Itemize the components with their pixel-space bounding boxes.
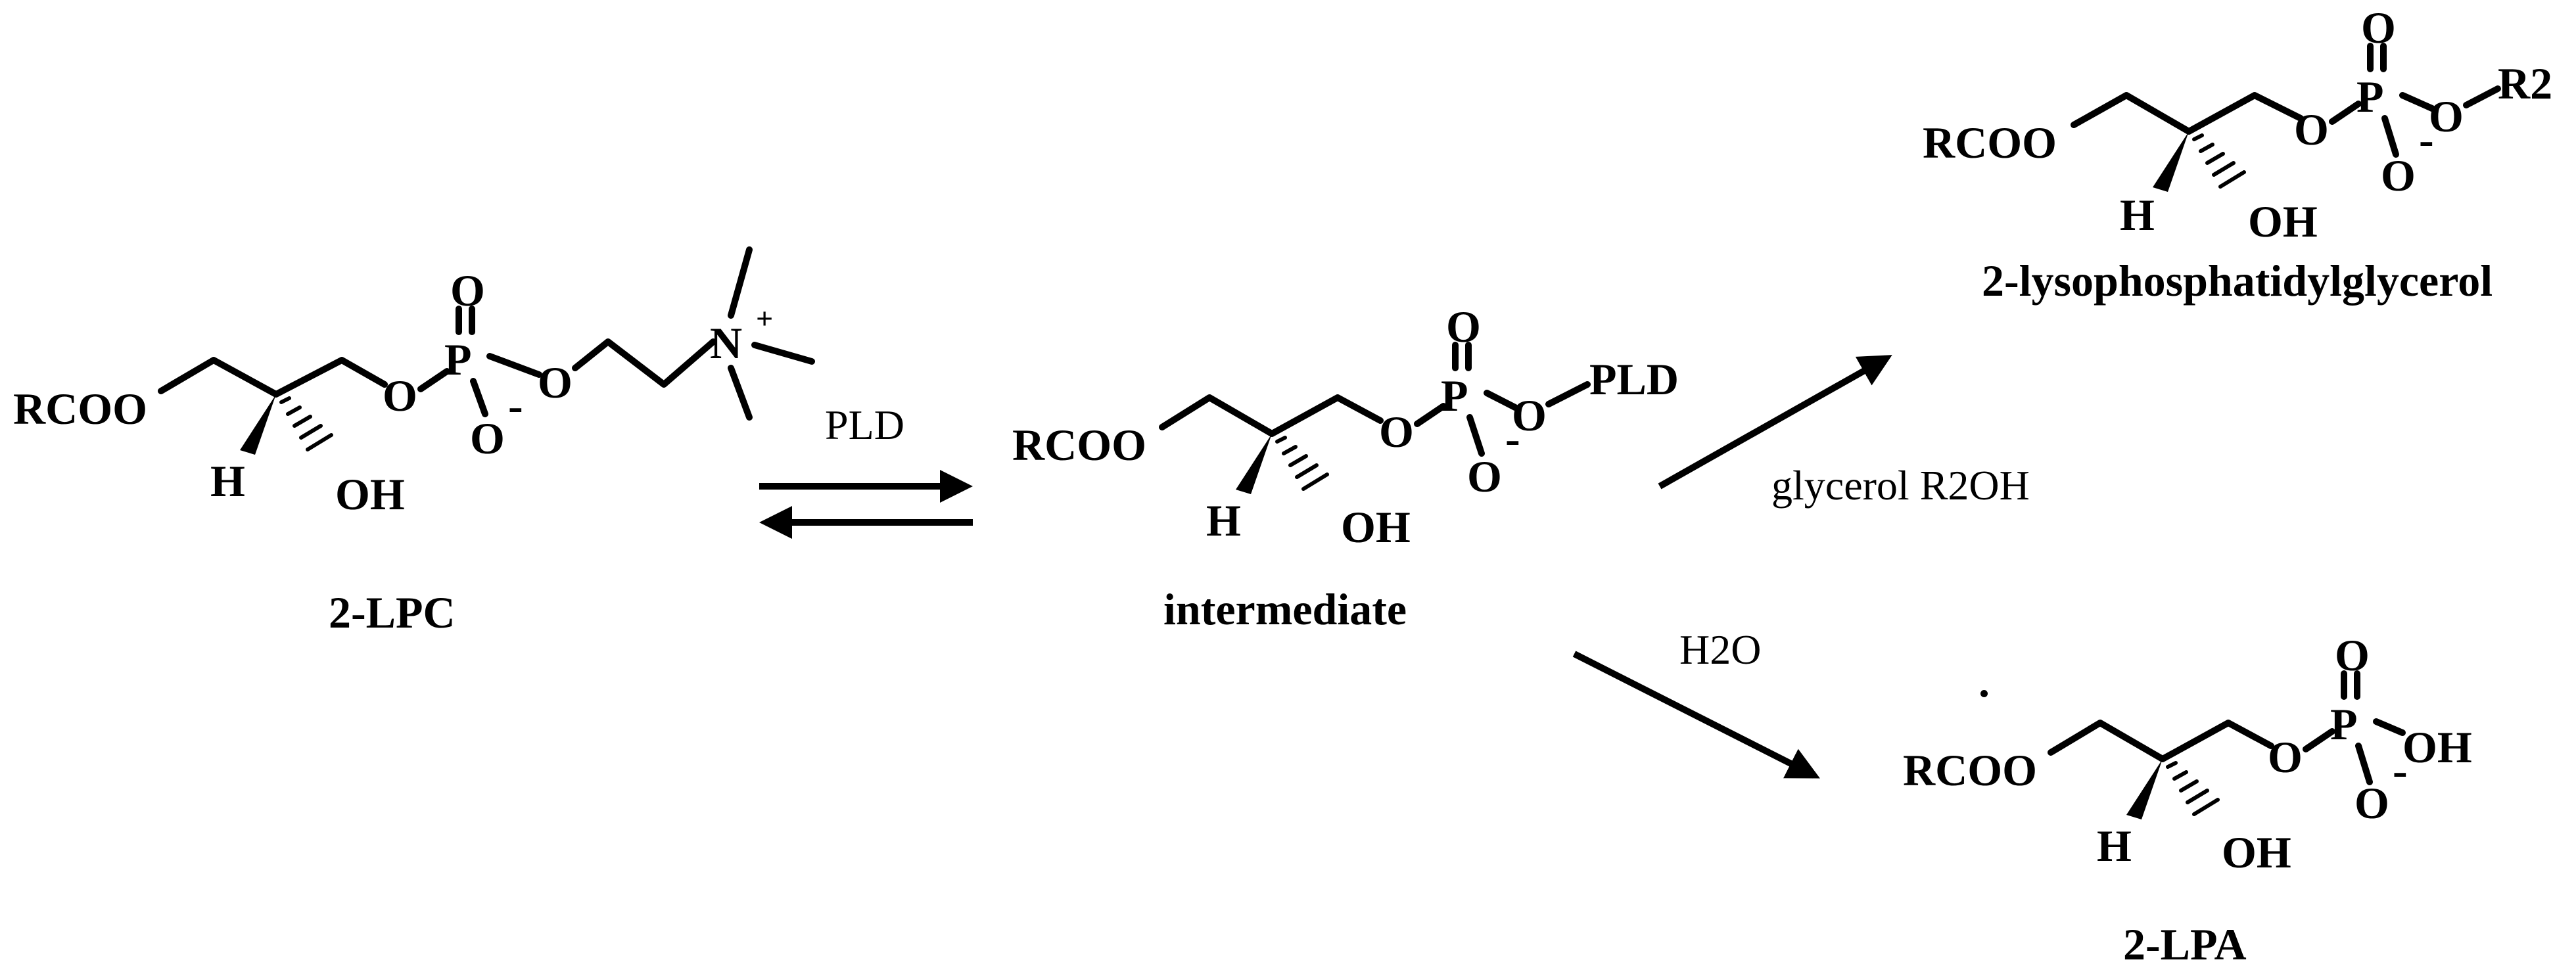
lpg-hash-bond xyxy=(2192,133,2246,189)
lpa-p-oh-bond xyxy=(2373,718,2406,736)
intermediate-wedge-bond xyxy=(1236,434,1272,494)
intermediate-o-bottom-label: O xyxy=(1467,451,1502,501)
intermediate-po-bottom xyxy=(1466,414,1485,457)
lpg-o-bottom-label: O xyxy=(2381,150,2416,200)
molecule-2-lpc: RCOO H OH O P O O - O N + 2-LPC xyxy=(13,246,815,637)
lpc-n-methyl-bonds xyxy=(728,246,815,421)
lpa-po-double-top xyxy=(2341,670,2360,700)
lpc-n-label: N xyxy=(710,318,742,368)
lpc-o-bottom-label: O xyxy=(470,413,505,463)
lpc-choline-chain xyxy=(572,338,716,388)
lpc-wedge-bond xyxy=(240,394,276,455)
lpc-oh-label: OH xyxy=(335,469,405,519)
lpa-caption: 2-LPA xyxy=(2123,919,2247,966)
lpa-po-bottom xyxy=(2355,743,2373,785)
lpa-oh-label: OH xyxy=(2222,827,2291,877)
lpg-o-top-label: O xyxy=(2361,3,2396,53)
lpg-p-o-link-bond xyxy=(2399,92,2435,112)
lpa-wedge-bond xyxy=(2126,759,2163,819)
lpa-hash-bond xyxy=(2166,761,2220,816)
lpc-ester-o-label: O xyxy=(383,371,417,421)
glycerol-arrow xyxy=(1658,355,1892,490)
intermediate-o-p-bond xyxy=(1414,403,1447,427)
lpc-po-double-top xyxy=(456,306,475,335)
lpg-ester-o-label: O xyxy=(2294,104,2329,154)
intermediate-o-top-label: O xyxy=(1446,302,1481,352)
equilibrium-arrows: PLD xyxy=(759,402,973,539)
intermediate-enzyme-label: PLD xyxy=(1589,354,1679,404)
lpc-o-p-bond xyxy=(417,368,450,392)
molecule-2-lpa: . RCOO H OH O P O O - OH 2-LPA xyxy=(1903,630,2472,966)
molecule-intermediate: RCOO H OH O P O O - O PLD intermediate xyxy=(1012,302,1679,634)
lpa-p-label: P xyxy=(2330,699,2358,749)
lpa-p-oh-label: OH xyxy=(2402,722,2472,772)
lpc-n-charge-label: + xyxy=(756,302,773,335)
lpa-backbone xyxy=(2048,720,2274,762)
lpa-h-label: H xyxy=(2097,821,2132,871)
lpc-backbone xyxy=(158,357,388,398)
intermediate-oh-label: OH xyxy=(1341,502,1411,552)
lpg-wedge-bond xyxy=(2153,131,2189,192)
intermediate-link-o-label: O xyxy=(1512,390,1547,440)
intermediate-p-label: P xyxy=(1441,371,1468,421)
lpg-acyl-label: RCOO xyxy=(1923,118,2057,168)
intermediate-backbone xyxy=(1159,394,1384,437)
lpc-p-label: P xyxy=(444,334,472,384)
lpa-o-minus-label: - xyxy=(2393,745,2408,795)
lpa-acyl-label: RCOO xyxy=(1903,745,2037,795)
lpc-o-minus-label: - xyxy=(508,380,523,430)
hydrolysis-step-label: H2O xyxy=(1679,626,1761,673)
intermediate-hash-bond xyxy=(1275,436,1329,491)
lpa-ester-o-label: O xyxy=(2268,732,2303,782)
lpa-o-bottom-label: O xyxy=(2354,778,2389,828)
intermediate-p-o-link-bond xyxy=(1484,390,1518,411)
lpa-o-top-label: O xyxy=(2335,630,2370,680)
pld-step-label: PLD xyxy=(825,402,904,448)
glycerol-step-label: glycerol R2OH xyxy=(1771,462,2030,509)
lpg-po-double-top xyxy=(2367,43,2387,72)
lpc-o-top-label: O xyxy=(450,265,485,315)
lpc-po-bottom xyxy=(470,378,488,417)
lpc-choline-o-label: O xyxy=(538,357,573,407)
lpg-r2-label: R2 xyxy=(2498,58,2552,108)
lpg-h-label: H xyxy=(2120,190,2155,240)
intermediate-caption: intermediate xyxy=(1163,584,1407,634)
lpc-acyl-label: RCOO xyxy=(13,384,147,434)
lpa-dot-label: . xyxy=(1979,656,1990,706)
product-arrows: glycerol R2OH H2O xyxy=(1572,355,2030,779)
intermediate-o-pld-bond xyxy=(1545,381,1591,407)
lpg-o-r2-bond xyxy=(2463,85,2501,108)
lpc-p-o-choline-bond xyxy=(486,353,542,378)
lpg-p-label: P xyxy=(2356,72,2384,122)
lpg-caption: 2-lysophosphatidylglycerol xyxy=(1982,256,2493,306)
lpg-oh-label: OH xyxy=(2248,196,2318,246)
lpa-o-p-bond xyxy=(2303,728,2335,752)
intermediate-o-minus-label: - xyxy=(1505,413,1520,463)
lpc-h-label: H xyxy=(210,456,245,506)
lpg-link-o-label: O xyxy=(2429,91,2464,141)
molecule-2-lysophosphatidylglycerol: RCOO H OH O P O O - O R2 2-lysophosphati… xyxy=(1923,3,2552,306)
lpg-o-p-bond xyxy=(2329,101,2362,125)
lpg-backbone xyxy=(2071,92,2304,135)
lpg-o-minus-label: - xyxy=(2419,114,2434,164)
lpc-caption: 2-LPC xyxy=(329,587,456,637)
lpg-po-bottom xyxy=(2381,115,2399,158)
intermediate-po-double-top xyxy=(1452,342,1472,371)
hydrolysis-arrow xyxy=(1572,651,1820,779)
lpc-hash-bond xyxy=(279,396,333,451)
intermediate-acyl-label: RCOO xyxy=(1012,420,1146,470)
intermediate-h-label: H xyxy=(1206,495,1241,545)
intermediate-ester-o-label: O xyxy=(1379,407,1414,457)
